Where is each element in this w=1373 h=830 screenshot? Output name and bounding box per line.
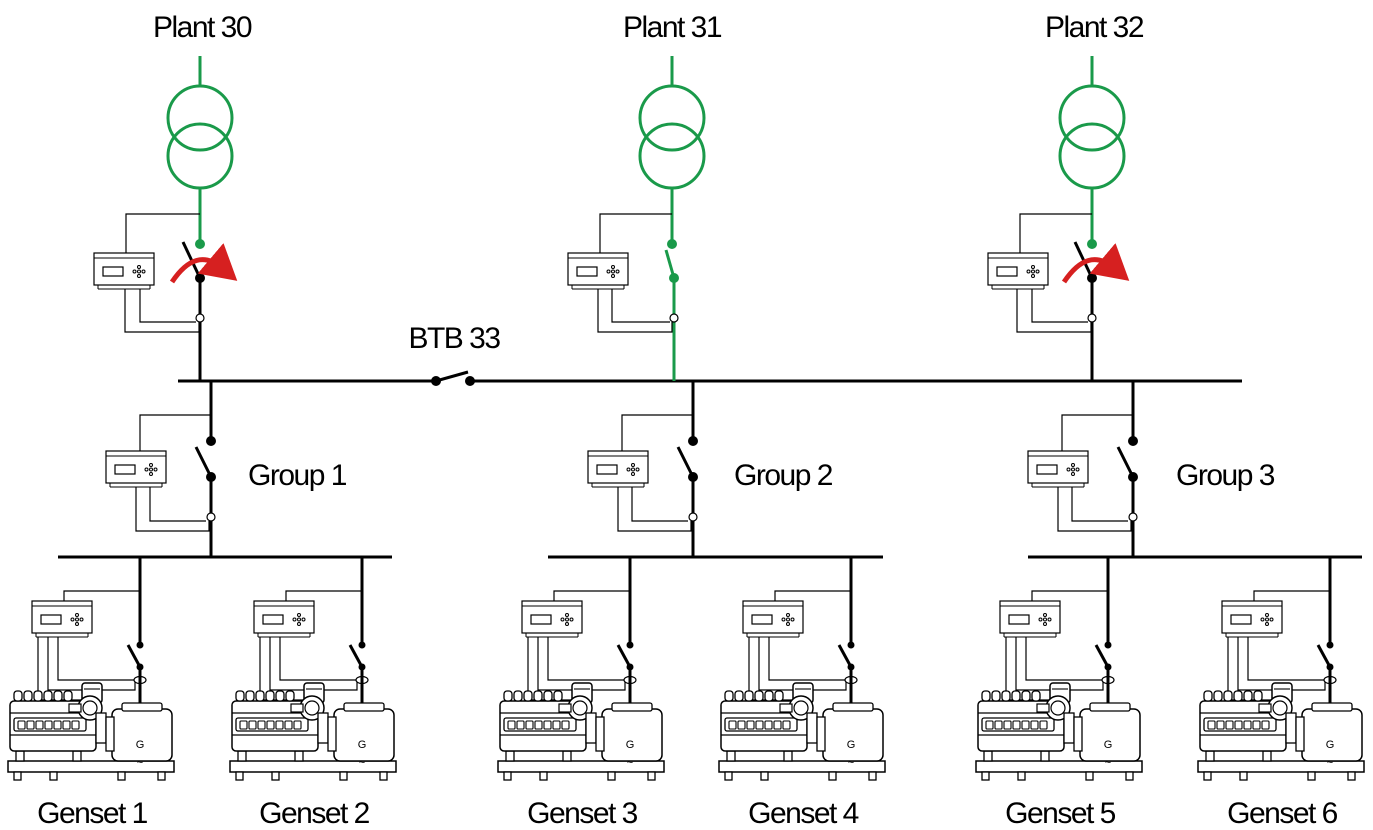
genset-6: G ~ Genset 6	[1197, 557, 1365, 830]
breaker-blade[interactable]	[126, 644, 142, 668]
group-label: Group 2	[734, 459, 833, 492]
plant-32: Plant 32	[987, 11, 1145, 381]
generator-letter: G	[358, 739, 367, 751]
generator-letter: G	[136, 739, 145, 751]
btb-33[interactable]: BTB 33	[408, 322, 502, 386]
genset-4: G ~ Genset 4	[718, 557, 886, 830]
genset-label: Genset 5	[1005, 797, 1116, 830]
genset-engine	[497, 682, 665, 781]
genset-2: G ~ Genset 2	[229, 557, 397, 830]
generator-wave: ~	[137, 757, 143, 769]
generator-wave: ~	[359, 757, 365, 769]
genset-label: Genset 1	[37, 797, 148, 830]
genset-engine	[229, 682, 397, 781]
controller-unit[interactable]	[567, 252, 629, 290]
generator-letter: G	[626, 739, 635, 751]
breaker-blade[interactable]	[1094, 644, 1110, 668]
close-arrow-icon	[169, 243, 238, 284]
controller-unit[interactable]	[31, 600, 93, 638]
generator-letter: G	[1104, 739, 1113, 751]
generator-wave: ~	[1105, 757, 1111, 769]
group-2: Group 2	[548, 381, 883, 559]
group-1: Group 1	[58, 381, 392, 559]
genset-label: Genset 4	[748, 797, 859, 830]
generator-wave: ~	[627, 757, 633, 769]
plant-label: Plant 32	[1045, 11, 1144, 44]
controller-unit[interactable]	[253, 600, 315, 638]
transformer-icon	[166, 84, 234, 152]
controller-unit[interactable]	[987, 252, 1049, 290]
genset-engine	[1197, 682, 1365, 781]
controller-unit[interactable]	[1027, 450, 1089, 488]
group-label: Group 3	[1176, 459, 1275, 492]
generator-wave: ~	[1327, 757, 1333, 769]
btb-label: BTB 33	[408, 322, 500, 355]
breaker-blade[interactable]	[837, 644, 853, 668]
genset-label: Genset 3	[527, 797, 638, 830]
genset-engine	[718, 682, 886, 781]
transformer-icon	[1058, 84, 1126, 152]
breaker-blade[interactable]	[194, 446, 213, 478]
controller-unit[interactable]	[1221, 600, 1283, 638]
controller-unit[interactable]	[742, 600, 804, 638]
transformer-icon	[638, 84, 706, 152]
controller-unit[interactable]	[521, 600, 583, 638]
generator-letter: G	[1326, 739, 1335, 751]
genset-engine	[7, 682, 175, 781]
plant-label: Plant 31	[623, 11, 722, 44]
breaker-blade[interactable]	[676, 446, 695, 478]
controller-unit[interactable]	[587, 450, 649, 488]
genset-engine	[975, 682, 1143, 781]
generator-letter: G	[847, 739, 856, 751]
controller-unit[interactable]	[999, 600, 1061, 638]
controller-unit[interactable]	[105, 450, 167, 488]
close-arrow-icon	[1061, 243, 1130, 284]
breaker-blade[interactable]	[616, 644, 632, 668]
genset-1: G ~ Genset 1	[7, 557, 175, 830]
plant-label: Plant 30	[153, 11, 252, 44]
group-label: Group 1	[248, 459, 347, 492]
main-busbar	[178, 370, 1242, 383]
breaker-blade[interactable]	[1316, 644, 1332, 668]
genset-label: Genset 6	[1227, 797, 1338, 830]
group-3: Group 3	[1027, 381, 1362, 559]
genset-label: Genset 2	[259, 797, 370, 830]
generator-wave: ~	[848, 757, 854, 769]
plant-30: Plant 30	[93, 11, 253, 381]
controller-unit[interactable]	[93, 252, 155, 290]
genset-5: G ~ Genset 5	[975, 557, 1143, 830]
plant-31: Plant 31	[567, 11, 723, 381]
genset-3: G ~ Genset 3	[497, 557, 665, 830]
breaker-blade[interactable]	[1116, 446, 1135, 478]
breaker-blade[interactable]	[348, 644, 364, 668]
breaker-blade[interactable]	[435, 370, 469, 383]
